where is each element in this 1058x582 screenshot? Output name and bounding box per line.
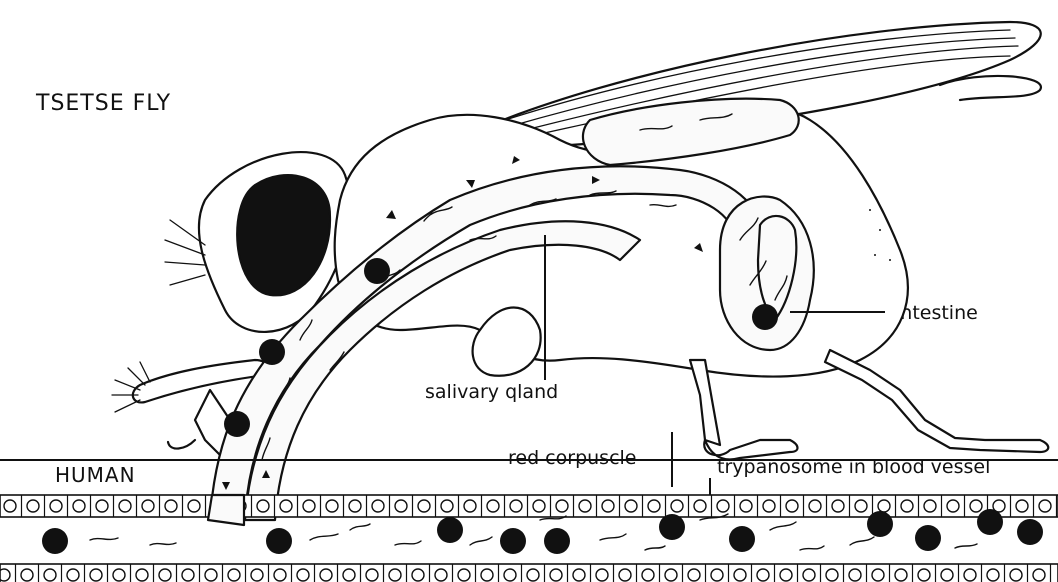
vessel-wall-bottom	[0, 564, 1058, 582]
vessel-wall-top	[0, 495, 1058, 517]
red-corpuscle-label: red corpuscle	[508, 447, 636, 469]
title-label: TSETSE FLY	[35, 91, 171, 116]
salivary-gland-label: salivary qland	[425, 381, 558, 403]
proboscis-tip	[208, 495, 244, 525]
human-label: HUMAN	[55, 463, 136, 487]
intestine-label: intestine	[895, 302, 978, 324]
